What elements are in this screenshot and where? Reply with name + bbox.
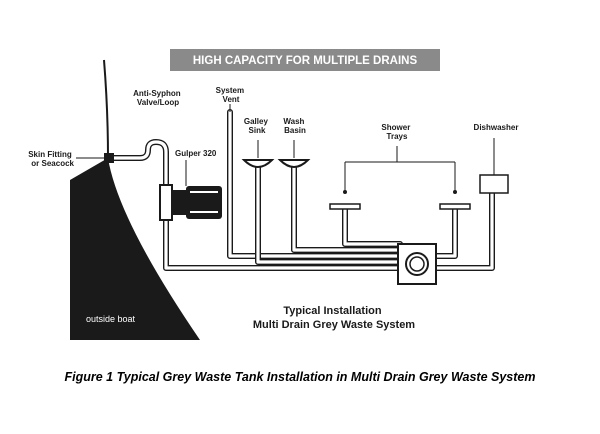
shower-tray-left-icon [329,203,361,210]
anti-syphon-line-2: Valve/Loop [137,98,179,107]
hull-label: outside boat [86,314,136,324]
anti-syphon-label: Anti-Syphon Valve/Loop [133,89,183,107]
title-banner: HIGH CAPACITY FOR MULTIPLE DRAINS [170,49,440,71]
shower-trays-line-2: Trays [387,132,408,141]
system-vent-line-2: Vent [223,95,240,104]
system-vent-label: System Vent [216,86,247,104]
pipework [109,109,495,271]
vent-pipe-core [228,110,402,258]
outlet-pipe [109,139,169,188]
shower2-drain-pipe-core [434,208,457,258]
skin-fitting-icon [104,153,114,163]
anti-syphon-line-1: Anti-Syphon [133,89,181,98]
banner-title: HIGH CAPACITY FOR MULTIPLE DRAINS [193,55,418,67]
galley-sink-label: Galley Sink [244,117,270,135]
gulper-feed-pipe-core [164,218,402,270]
skin-fitting-line-1: Skin Fitting [28,150,72,159]
installation-label: Typical Installation Multi Drain Grey Wa… [253,305,415,331]
dishwasher-drain-pipe-core [434,190,494,270]
gulper-pump-icon [159,184,222,221]
wash-basin-line-1: Wash [283,117,304,126]
hull-shape [70,158,200,340]
galley-sink-line-2: Sink [249,126,266,135]
hull-outline [103,59,109,159]
shower-tray-right-icon [439,203,471,210]
wash-basin-label: Wash Basin [283,117,306,135]
shower1-drain-pipe [342,207,403,247]
banner-background [170,49,440,71]
galley-sink-icon [241,159,275,168]
basin-drain-pipe-core [292,166,402,252]
gulper-label: Gulper 320 [175,149,217,158]
skin-fitting-label: Skin Fitting or Seacock [28,150,74,168]
dishwasher-icon [479,174,509,194]
shower-trays-bracket [343,146,457,194]
shower-trays-line-1: Shower [381,123,410,132]
figure-caption: Figure 1 Typical Grey Waste Tank Install… [64,370,536,384]
galley-drain-pipe-core [256,166,402,264]
shower-trays-label: Shower Trays [381,123,412,141]
skin-fitting-line-2: or Seacock [31,159,74,168]
wash-basin-line-2: Basin [284,126,306,135]
dishwasher-label: Dishwasher [474,123,519,132]
hull: outside boat [70,59,200,340]
outlet-pipe-core [110,140,168,187]
grey-waste-tank-icon [397,243,437,285]
galley-sink-line-1: Galley [244,117,269,126]
installation-line-2: Multi Drain Grey Waste System [253,319,415,331]
shower1-drain-pipe-core [343,208,402,246]
system-vent-line-1: System [216,86,244,95]
wash-basin-icon [277,159,311,168]
shower2-drain-pipe [433,207,458,259]
installation-line-1: Typical Installation [283,305,381,317]
